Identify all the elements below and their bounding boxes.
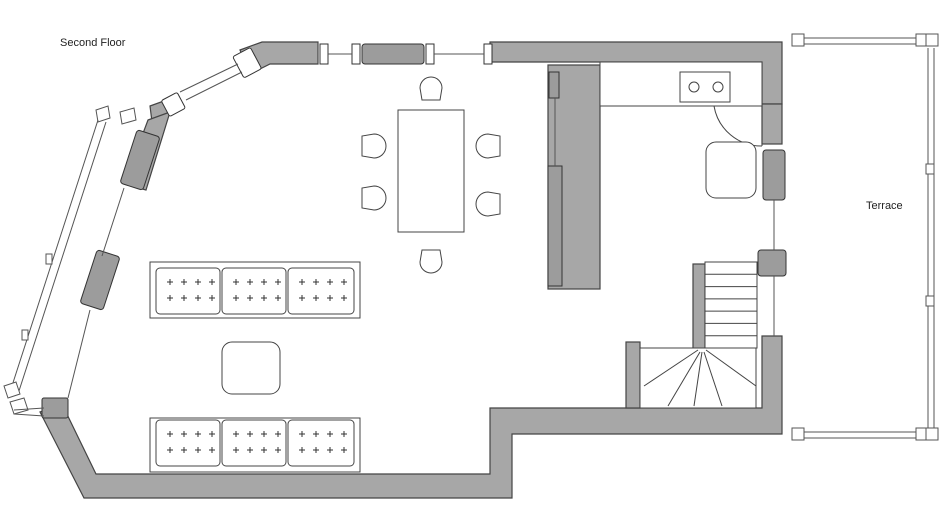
sliding-panel-top bbox=[548, 71, 560, 99]
tuft-mark bbox=[181, 279, 187, 285]
tuft-mark bbox=[313, 431, 319, 437]
tuft-mark bbox=[341, 431, 347, 437]
tuft-mark bbox=[181, 447, 187, 453]
dining-chair bbox=[361, 133, 387, 159]
window-left-middle bbox=[80, 249, 120, 311]
tuft-mark bbox=[261, 447, 267, 453]
tuft-mark bbox=[247, 295, 253, 301]
tuft-mark bbox=[181, 295, 187, 301]
bottom-wall bbox=[39, 335, 783, 499]
dining-chair bbox=[419, 76, 443, 101]
window-top-center bbox=[361, 43, 425, 65]
tuft-mark bbox=[233, 279, 239, 285]
window-angle-cap bbox=[232, 47, 262, 78]
stair-upper-flight bbox=[704, 261, 758, 349]
stove-burner bbox=[688, 81, 700, 93]
tuft-mark bbox=[247, 431, 253, 437]
tuft-mark bbox=[299, 431, 305, 437]
windows bbox=[41, 43, 787, 419]
tuft-mark bbox=[313, 447, 319, 453]
window-cap bbox=[483, 43, 493, 65]
stair-wall-inner bbox=[692, 263, 706, 351]
tuft-mark bbox=[209, 431, 215, 437]
tuft-mark bbox=[167, 431, 173, 437]
tuft-mark bbox=[275, 447, 281, 453]
window-cap bbox=[319, 43, 329, 65]
sofa-top bbox=[149, 261, 361, 319]
dining-chair bbox=[475, 191, 501, 217]
tuft-mark bbox=[209, 279, 215, 285]
tuft-mark bbox=[341, 279, 347, 285]
tuft-mark bbox=[247, 279, 253, 285]
terrace-railing bbox=[791, 33, 939, 441]
tuft-mark bbox=[167, 279, 173, 285]
terrace-label: Terrace bbox=[866, 200, 903, 212]
tuft-mark bbox=[195, 447, 201, 453]
right-wall-upper bbox=[761, 103, 783, 145]
tuft-mark bbox=[341, 295, 347, 301]
tuft-mark bbox=[233, 295, 239, 301]
tuft-mark bbox=[181, 431, 187, 437]
armchair bbox=[705, 141, 757, 199]
sofa-bottom bbox=[149, 417, 361, 473]
window-bottom-left-corner bbox=[41, 397, 69, 419]
wall-lines bbox=[67, 53, 775, 399]
tuft-mark bbox=[327, 447, 333, 453]
tuft-mark bbox=[275, 295, 281, 301]
dining-chair bbox=[475, 133, 501, 159]
tuft-mark bbox=[209, 295, 215, 301]
window-left-upper bbox=[120, 129, 160, 191]
dining-area bbox=[361, 76, 501, 274]
tuft-mark bbox=[275, 279, 281, 285]
cushion-tufting bbox=[167, 279, 347, 453]
tuft-mark bbox=[341, 447, 347, 453]
tuft-mark bbox=[327, 431, 333, 437]
tuft-mark bbox=[261, 431, 267, 437]
coffee-table bbox=[221, 341, 281, 395]
tuft-mark bbox=[327, 295, 333, 301]
dining-chair bbox=[419, 249, 443, 274]
tuft-mark bbox=[233, 447, 239, 453]
tuft-mark bbox=[167, 295, 173, 301]
tuft-mark bbox=[299, 279, 305, 285]
sliding-panel bbox=[547, 165, 563, 287]
floor-title: Second Floor bbox=[60, 37, 126, 49]
window-angle-cap bbox=[161, 92, 186, 117]
tuft-mark bbox=[327, 279, 333, 285]
tuft-mark bbox=[247, 447, 253, 453]
window-cap bbox=[351, 43, 361, 65]
door-swing bbox=[713, 105, 763, 147]
window-right-lower bbox=[757, 249, 787, 277]
tuft-mark bbox=[313, 279, 319, 285]
tuft-mark bbox=[167, 447, 173, 453]
tuft-mark bbox=[209, 447, 215, 453]
tuft-mark bbox=[195, 295, 201, 301]
dining-chair bbox=[361, 185, 387, 211]
tuft-mark bbox=[275, 431, 281, 437]
staircase bbox=[639, 261, 758, 409]
tuft-mark bbox=[299, 295, 305, 301]
tuft-mark bbox=[195, 279, 201, 285]
tuft-mark bbox=[233, 431, 239, 437]
tuft-mark bbox=[195, 431, 201, 437]
kitchen bbox=[599, 61, 763, 199]
tuft-mark bbox=[261, 295, 267, 301]
tuft-mark bbox=[261, 279, 267, 285]
stove-burner bbox=[712, 81, 724, 93]
window-right-upper bbox=[762, 149, 786, 201]
window-cap bbox=[425, 43, 435, 65]
tuft-mark bbox=[313, 295, 319, 301]
stair-wall-left bbox=[625, 341, 641, 409]
dining-table bbox=[397, 109, 465, 233]
left-glazing bbox=[3, 105, 137, 417]
tuft-mark bbox=[299, 447, 305, 453]
